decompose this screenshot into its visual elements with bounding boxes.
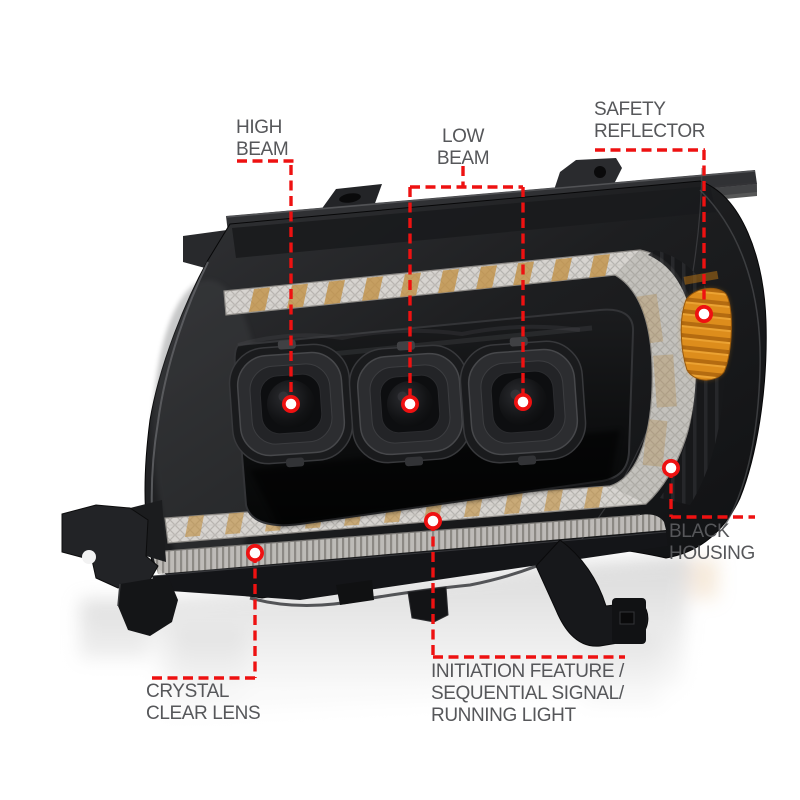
annotation-dots (246, 305, 713, 562)
label-safety-reflector: SAFETY REFLECTOR (594, 99, 706, 143)
annotation-low-beam (408, 166, 525, 404)
label-low-beam: LOW BEAM (436, 126, 490, 170)
label-initiation-feature-line1: INITIATION FEATURE / (431, 661, 624, 682)
label-crystal-clear-lens: CRYSTAL CLEAR LENS (146, 681, 261, 725)
annotation-crystal-clear-lens (147, 553, 257, 680)
label-low-beam-line1: LOW (441, 126, 485, 147)
label-initiation-feature-line2: SEQUENTIAL SIGNAL/ (431, 683, 624, 704)
label-low-beam-line2: BEAM (436, 148, 490, 169)
dot-low-beam-outer (514, 393, 532, 411)
mounting-hardware (61, 500, 649, 647)
left-foot (118, 576, 178, 636)
dot-low-beam-middle (401, 395, 419, 413)
label-high-beam-line1: HIGH (236, 117, 282, 138)
dot-black-housing (662, 459, 680, 477)
annotation-overlay (147, 148, 755, 680)
dot-crystal-clear-lens (246, 544, 264, 562)
label-initiation-feature-line3: RUNNING LIGHT (431, 705, 576, 726)
label-safety-reflector-line2: REFLECTOR (594, 121, 706, 142)
dot-initiation-feature (424, 512, 442, 530)
annotation-safety-reflector (595, 148, 706, 314)
label-black-housing-line2: HOUSING (669, 543, 755, 564)
projector-low-beam-outer (459, 336, 587, 466)
label-high-beam-line2: BEAM (236, 139, 289, 160)
dot-safety-reflector (695, 305, 713, 323)
label-crystal-clear-lens-line1: CRYSTAL (146, 681, 230, 702)
crystal-clear-lens-band (151, 514, 668, 608)
dot-high-beam (282, 395, 300, 413)
annotation-initiation-feature (431, 521, 625, 659)
label-black-housing-line1: BLACK (669, 521, 730, 542)
annotation-high-beam (237, 159, 294, 404)
label-crystal-clear-lens-line2: CLEAR LENS (146, 703, 261, 724)
label-safety-reflector-line1: SAFETY (594, 99, 666, 120)
label-black-housing: BLACK HOUSING (669, 521, 755, 565)
label-initiation-feature: INITIATION FEATURE / SEQUENTIAL SIGNAL/ … (431, 661, 624, 727)
label-high-beam: HIGH BEAM (236, 117, 289, 161)
